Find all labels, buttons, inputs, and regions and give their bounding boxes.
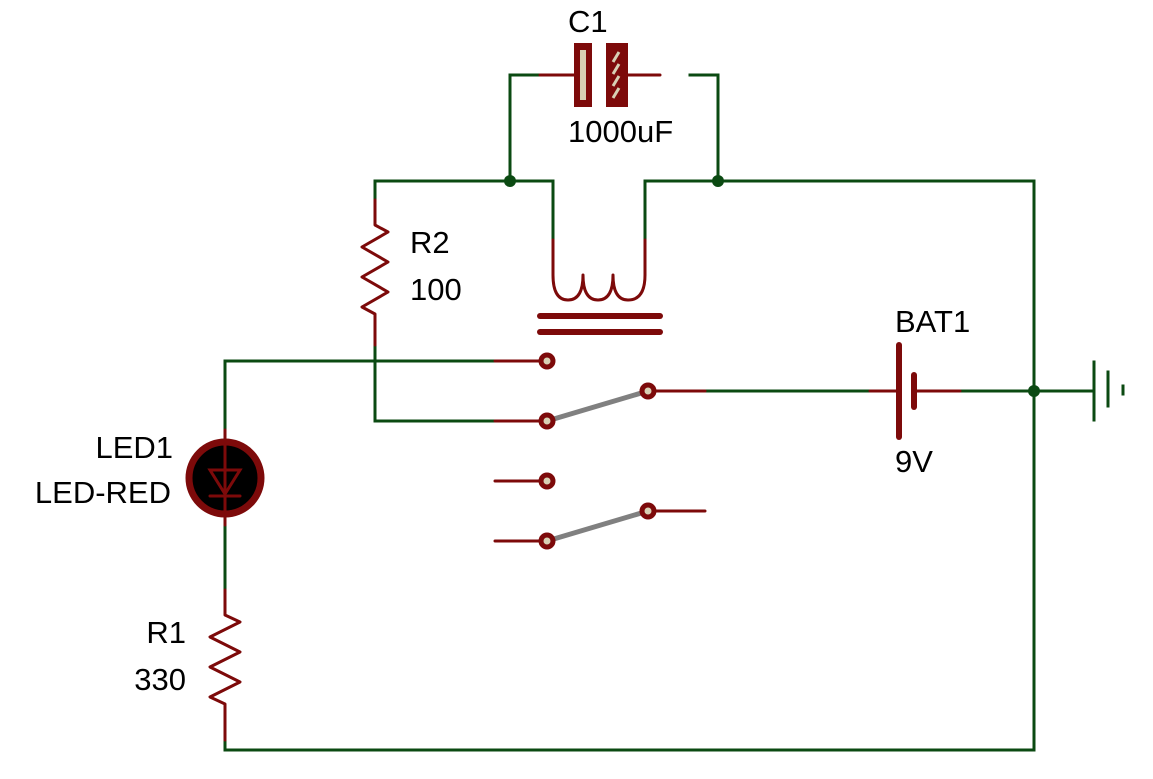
contact-pin (538, 412, 556, 430)
wire-cap-right (688, 73, 720, 183)
switch-lever (544, 508, 651, 544)
led-led1[interactable]: LED1 LED-RED (35, 428, 265, 527)
contact-pin (538, 532, 556, 550)
contact-pin (538, 472, 556, 490)
junction-dot (504, 175, 516, 187)
capacitor-ref-label: C1 (568, 4, 608, 39)
relay-coil[interactable] (537, 238, 663, 335)
resistor-r2-value-label: 100 (410, 272, 462, 307)
battery-ref-label: BAT1 (895, 304, 970, 339)
resistor-r1[interactable]: R1 330 (134, 588, 242, 742)
wire-led-top (223, 359, 497, 432)
led-value-label: LED-RED (35, 475, 171, 510)
wire-top-right (223, 179, 1036, 752)
resistor-r1-value-label: 330 (134, 662, 186, 697)
capacitor-c1[interactable]: C1 1000uF (538, 4, 673, 149)
switch-lever (544, 388, 651, 424)
junction-dot (1028, 385, 1040, 397)
capacitor-value-label: 1000uF (568, 114, 673, 149)
contact-pin (639, 502, 657, 520)
ground-icon (1092, 360, 1125, 422)
relay-switch-1[interactable] (493, 352, 707, 430)
wire-cap-left (508, 73, 542, 183)
wire-r2-bottom (373, 328, 497, 423)
battery-bat1[interactable]: BAT1 9V (868, 304, 970, 479)
resistor-r2[interactable]: R2 100 (360, 198, 462, 347)
led-ref-label: LED1 (95, 430, 173, 465)
wire-top-left (373, 179, 555, 242)
wires (223, 73, 1096, 752)
resistor-r1-ref-label: R1 (146, 615, 186, 650)
battery-value-label: 9V (895, 444, 933, 479)
resistor-r2-ref-label: R2 (410, 225, 450, 260)
contact-pin (639, 382, 657, 400)
junction-dot (712, 175, 724, 187)
relay-switch-2[interactable] (493, 472, 707, 550)
contact-pin (538, 352, 556, 370)
